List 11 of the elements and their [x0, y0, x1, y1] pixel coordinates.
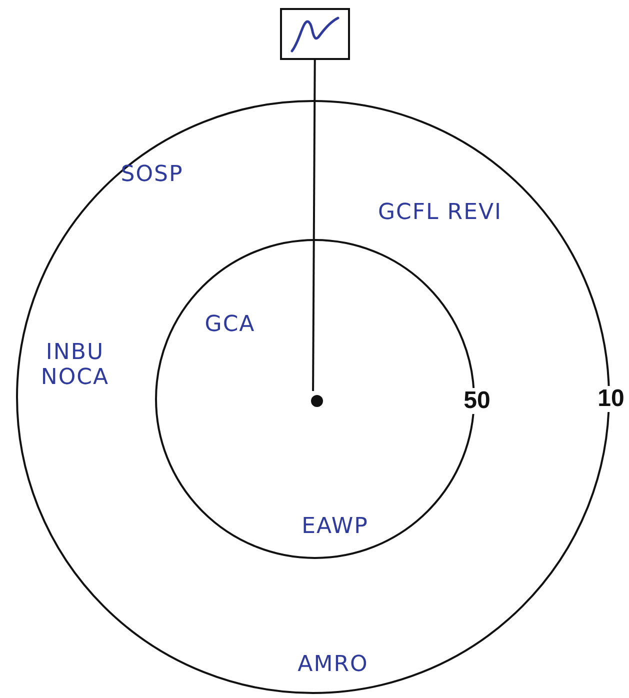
center-dot — [311, 395, 323, 407]
ring-value: 10 — [598, 386, 624, 412]
handwritten-note: EAWP — [300, 514, 370, 540]
handwritten-note: INBU NOCA — [40, 340, 110, 391]
sketch-frame — [280, 8, 350, 60]
handwritten-note: GCA — [204, 312, 256, 338]
handwritten-note: GCFL REVI — [376, 200, 504, 226]
handwritten-note: SOSP — [120, 162, 184, 188]
connector-line — [312, 60, 316, 391]
handwritten-note: AMRO — [296, 652, 370, 678]
ring-value: 50 — [464, 388, 490, 414]
